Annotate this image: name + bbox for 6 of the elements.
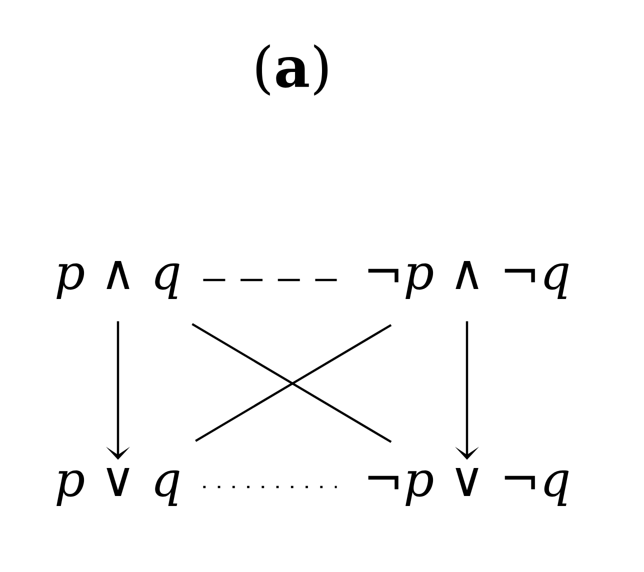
formula: p ∨ q — [56, 468, 180, 506]
formula: ¬p ∧ ¬q — [368, 260, 569, 300]
dashed-line — [203, 278, 337, 282]
formula: ¬p ∨ ¬q — [368, 468, 569, 506]
heading: (a) — [256, 44, 328, 96]
formula: p ∧ q — [56, 260, 180, 300]
